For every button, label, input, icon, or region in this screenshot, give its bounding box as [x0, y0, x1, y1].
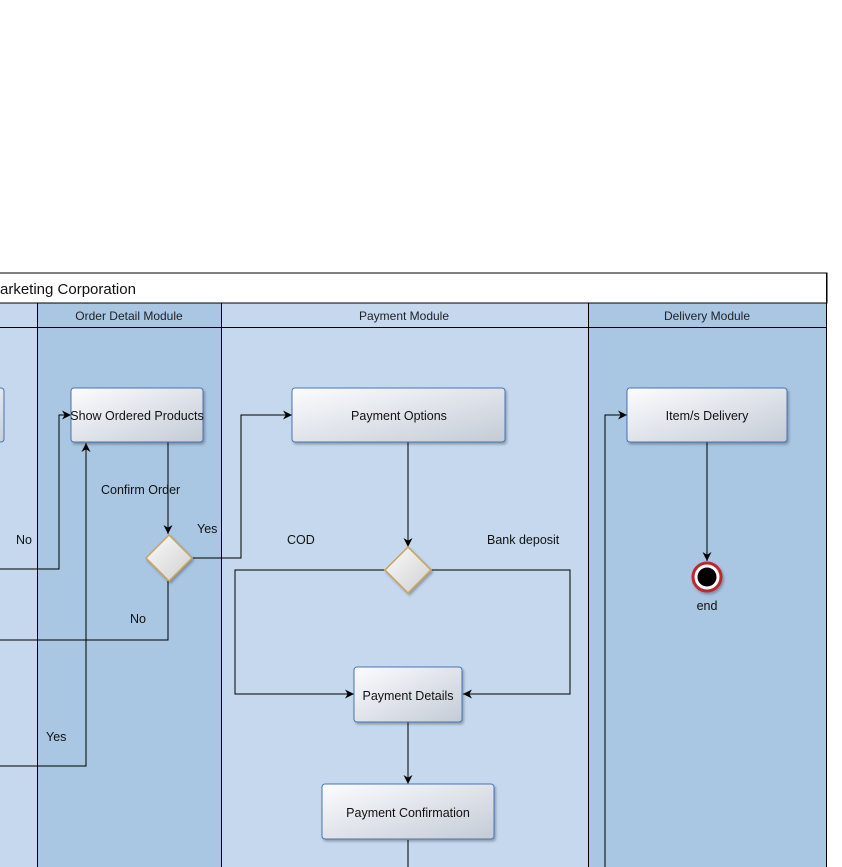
decision-confirm-order [144, 533, 194, 583]
node-payment-options: Payment Options [291, 387, 506, 443]
label-cod: COD [287, 533, 315, 547]
edge-no-back-left [0, 581, 169, 641]
end-node [691, 561, 723, 593]
label-yes-to-payment: Yes [197, 522, 217, 536]
node-payment-confirmation: Payment Confirmation [321, 783, 495, 840]
label-bank-deposit: Bank deposit [487, 533, 560, 547]
label-yes-lower: Yes [46, 730, 66, 744]
edge-up-to-delivery [604, 410, 627, 867]
node-payment-options-label: Payment Options [351, 409, 447, 423]
label-no-upper: No [16, 533, 32, 547]
edge-bank-deposit-to-payment-details [431, 569, 571, 699]
node-payment-details: Payment Details [353, 666, 463, 723]
edge-no-to-show-products [0, 410, 71, 570]
lane-left-partial [0, 303, 37, 867]
node-items-delivery: Item/s Delivery [626, 387, 788, 443]
edge-yes-to-payment-options [192, 410, 292, 559]
lane-header-delivery: Delivery Module [664, 309, 750, 323]
edge-cod-to-payment-details [234, 569, 385, 699]
edge-yes-up-to-show-products [0, 443, 91, 767]
node-show-ordered-products-label: Show Ordered Products [70, 409, 203, 423]
end-node-label: end [697, 599, 718, 613]
pool-title-bar [0, 272, 828, 304]
decision-payment-method [383, 545, 433, 595]
label-no-lower: No [130, 612, 146, 626]
lane-header-order-detail: Order Detail Module [75, 309, 183, 323]
partial-activity-node [0, 387, 5, 443]
pool-title: arketing Corporation [0, 281, 136, 298]
node-items-delivery-label: Item/s Delivery [666, 409, 749, 423]
node-show-ordered-products: Show Ordered Products [70, 387, 204, 443]
lane-header-payment: Payment Module [359, 309, 449, 323]
node-payment-confirmation-label: Payment Confirmation [346, 806, 470, 820]
label-confirm-order: Confirm Order [101, 483, 180, 497]
node-payment-details-label: Payment Details [362, 689, 453, 703]
